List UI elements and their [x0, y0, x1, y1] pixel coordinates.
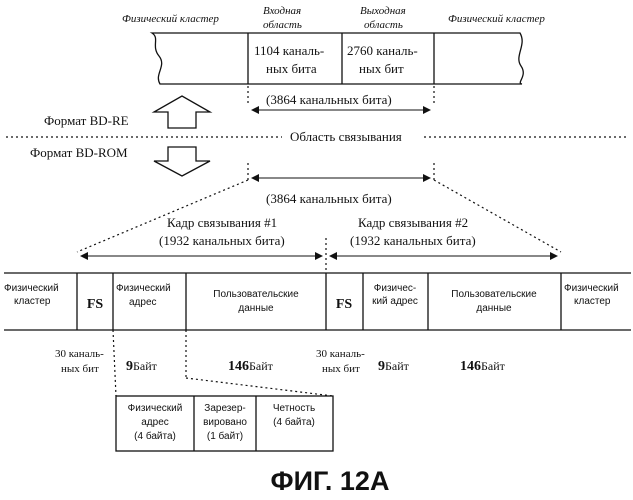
detail-reserved-line2: вировано — [203, 417, 247, 428]
detail-guide-left — [113, 330, 116, 396]
band-user-data-1-line2: данные — [238, 303, 274, 314]
format-bd-re: Формат BD-RE — [44, 113, 129, 128]
figure-title: ФИГ. 12А — [271, 466, 390, 496]
detail-phys-addr-line2: адрес — [141, 417, 169, 428]
band-user-data-2-line2: данные — [476, 303, 512, 314]
top-band: Физический кластер Входная область Выход… — [122, 5, 545, 110]
addr-bytes-2: 9Байт — [378, 359, 410, 374]
band-user-data-2-line1: Пользовательские — [451, 289, 537, 300]
band-fs-2: FS — [336, 297, 353, 312]
fs-bits-2-line1: 30 каналь- — [316, 348, 365, 360]
data-bytes-2: 146Байт — [460, 359, 506, 374]
band-phys-addr-1-line2: адрес — [129, 297, 157, 308]
detail-guide-diagonal — [186, 378, 333, 396]
fs-bits-2-line2: ных бит — [322, 363, 360, 375]
cell-output-bits-1: 2760 каналь- — [347, 43, 418, 58]
frame2-title: Кадр связывания #2 — [358, 215, 468, 230]
format-bd-rom: Формат BD-ROM — [30, 145, 128, 160]
addr-bytes-1: 9Байт — [126, 359, 158, 374]
mid-span-label: (3864 канальных бита) — [266, 191, 392, 206]
label-output-area-1: Выходная — [360, 5, 406, 17]
top-span-label: (3864 канальных бита) — [266, 92, 392, 107]
band-physical-cluster-left-2: кластер — [14, 296, 51, 307]
detail-parity-line2: (4 байта) — [273, 416, 315, 428]
label-physical-cluster-right: Физический кластер — [448, 13, 545, 25]
cell-input-bits-1: 1104 каналь- — [254, 43, 324, 58]
frame1-bits: (1932 канальных бита) — [159, 233, 285, 248]
label-input-area-2: область — [263, 19, 302, 31]
down-hollow-arrow — [154, 147, 210, 176]
band-phys-addr-2-line2: кий адрес — [372, 296, 418, 307]
detail-parity-line1: Четность — [273, 403, 315, 414]
band-user-data-1-line1: Пользовательские — [213, 289, 299, 300]
detail-phys-addr-line1: Физический — [128, 403, 183, 414]
linking-area-label: Область связывания — [290, 129, 402, 144]
band-fs-1: FS — [87, 297, 104, 312]
detail-reserved-line3: (1 байт) — [207, 430, 243, 442]
band-physical-cluster-right-1: Физический — [564, 283, 619, 294]
band-phys-addr-2-line1: Физичес- — [374, 283, 416, 294]
frame2-bits: (1932 канальных бита) — [350, 233, 476, 248]
band-physical-cluster-left-1: Физический — [4, 283, 59, 294]
size-labels: 30 каналь- ных бит 9Байт 146Байт 30 кана… — [55, 348, 506, 375]
format-section: Формат BD-RE Область связывания Формат B… — [6, 96, 628, 206]
detail-phys-addr-line3: (4 байта) — [134, 430, 176, 442]
sync-frame-band: Физический кластер FS Физический адрес П… — [4, 273, 631, 330]
label-output-area-2: область — [364, 19, 403, 31]
cell-output-bits-2: ных бит — [359, 61, 404, 76]
up-hollow-arrow — [154, 96, 210, 128]
fs-bits-1-line1: 30 каналь- — [55, 348, 104, 360]
detail-reserved-line1: Зарезер- — [204, 403, 245, 414]
frame1-title: Кадр связывания #1 — [167, 215, 277, 230]
label-input-area-1: Входная — [263, 5, 301, 17]
physical-address-detail: Физический адрес (4 байта) Зарезер- виро… — [113, 330, 333, 451]
band-phys-addr-1-line1: Физический — [116, 283, 171, 294]
label-physical-cluster-left: Физический кластер — [122, 13, 219, 25]
fs-bits-1-line2: ных бит — [61, 363, 99, 375]
top-band-outline — [152, 33, 523, 84]
cell-input-bits-2: ных бита — [266, 61, 317, 76]
data-bytes-1: 146Байт — [228, 359, 274, 374]
band-physical-cluster-right-2: кластер — [574, 296, 611, 307]
